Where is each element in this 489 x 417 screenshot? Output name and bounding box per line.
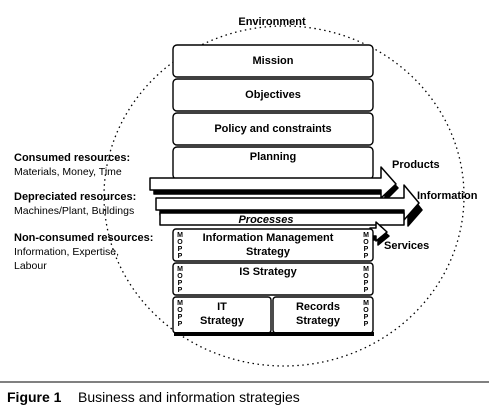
mission-label: Mission [253,55,294,67]
mopp-letter: O [363,239,369,246]
im-strategy-label-1: Information Management [203,232,334,244]
environment-boundary [103,25,465,367]
mopp-columns: M O P P M O P P M O P P M O P P M O P P … [177,232,369,328]
mopp-letter: P [178,321,183,328]
nonconsumed-resources-items-2: Labour [14,260,47,272]
records-strategy-label-1: Records [296,301,340,313]
mopp-letter: P [364,314,369,321]
processes-label: Processes [238,214,293,226]
processes-band [159,212,405,226]
mopp-letter: P [178,253,183,260]
is-strategy-label: IS Strategy [239,266,297,278]
im-strategy-label-2: Strategy [246,246,291,258]
mopp-letter: M [363,300,369,307]
products-arrow [149,166,397,199]
services-label: Services [384,240,429,252]
it-strategy-label-1: IT [217,301,227,313]
mopp-letter: M [177,266,183,273]
mopp-letter: P [178,280,183,287]
depreciated-resources-title: Depreciated resources: [14,191,136,203]
nonconsumed-resources-title: Non-consumed resources: [14,232,153,244]
mopp-letter: P [178,246,183,253]
mopp-letter: P [178,287,183,294]
policy-label: Policy and constraints [214,123,331,135]
mopp-letter: O [363,273,369,280]
consumed-resources-title: Consumed resources: [14,152,130,164]
nonconsumed-resources-items-1: Information, Expertise, [14,246,119,258]
mopp-letter: P [364,287,369,294]
mission-box [172,44,374,78]
mopp-letter: O [177,273,183,280]
it-strategy-label-2: Strategy [200,315,245,327]
mopp-letter: O [177,307,183,314]
records-strategy-label-2: Strategy [296,315,341,327]
caption-text: Business and information strategies [78,389,300,405]
mopp-letter: P [364,246,369,253]
information-arrow [155,184,420,221]
mopp-letter: M [177,232,183,239]
objectives-box [172,78,374,112]
mopp-letter: M [177,300,183,307]
depreciated-resources-items: Machines/Plant, Buildings [14,205,134,217]
is-strategy-box [172,262,374,296]
information-label: Information [417,190,478,202]
objectives-label: Objectives [245,89,301,101]
mopp-letter: M [363,266,369,273]
planning-label: Planning [250,151,296,163]
strategy-base-shadow [174,332,374,336]
mopp-letter: P [364,253,369,260]
im-strategy-box [172,228,374,262]
environment-label: Environment [238,16,306,28]
mopp-letter: O [363,307,369,314]
policy-box [172,112,374,146]
caption-figure-label: Figure 1 [7,389,62,405]
mopp-letter: P [364,280,369,287]
mopp-letter: P [178,314,183,321]
management-stack [172,44,374,180]
mopp-letter: P [364,321,369,328]
consumed-resources-items: Materials, Money, Time [14,166,122,178]
mopp-letter: M [363,232,369,239]
mopp-letter: O [177,239,183,246]
products-label: Products [392,159,440,171]
